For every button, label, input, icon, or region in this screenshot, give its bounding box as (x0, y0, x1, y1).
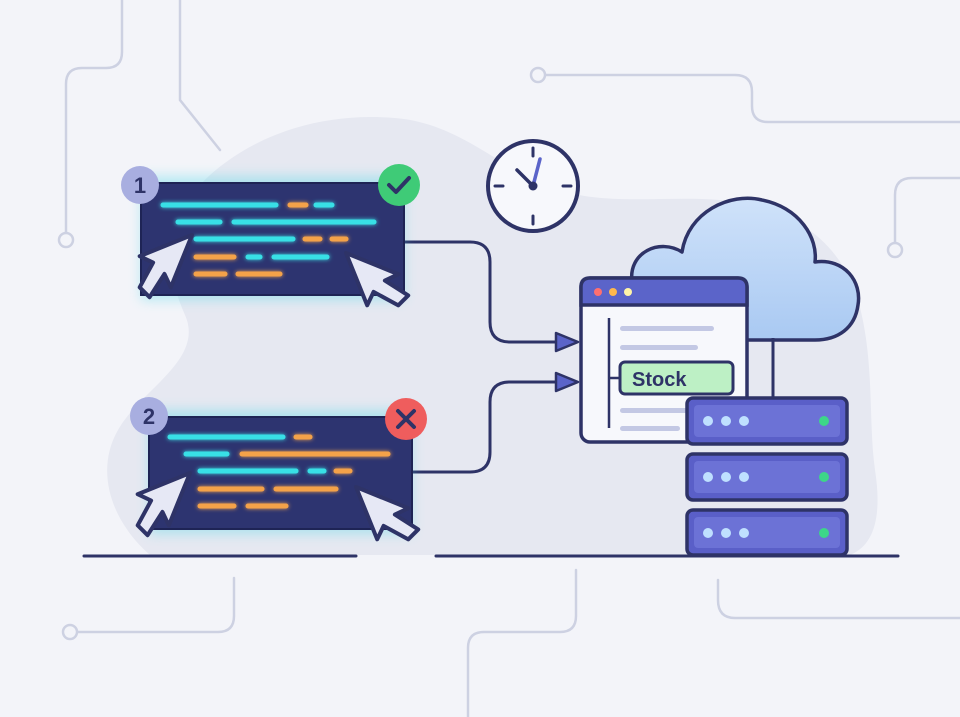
step-badge-2: 2 (130, 397, 168, 435)
clock-icon (486, 139, 580, 233)
connectors (402, 240, 558, 474)
mouse-cursor-icon (135, 471, 192, 538)
stock-field-label: Stock (632, 369, 687, 391)
circuit-lines (57, 0, 960, 717)
mouse-cursor-icon (354, 485, 421, 542)
window-maximize-dot[interactable] (624, 288, 632, 296)
mouse-cursor-icon (137, 233, 194, 300)
circuit-line (64, 0, 124, 234)
circuit-line (893, 176, 960, 244)
circuit-line (466, 568, 578, 717)
x-icon (385, 398, 427, 440)
connector-step-2 (410, 380, 558, 474)
circuit-node (57, 231, 75, 249)
circuit-node (886, 241, 904, 259)
connector-step-1 (402, 240, 558, 344)
circuit-line (716, 578, 960, 620)
server-unit (685, 396, 849, 446)
window-text-line (620, 326, 714, 331)
window-minimize-dot[interactable] (609, 288, 617, 296)
server-unit (685, 508, 849, 557)
circuit-line (178, 0, 222, 152)
arrowhead-step-2 (554, 371, 580, 393)
step-number: 2 (143, 404, 155, 429)
server-rack-icon (685, 396, 849, 557)
window-titlebar (579, 276, 749, 307)
circuit-line (76, 576, 236, 634)
step-badge-1: 1 (121, 166, 159, 204)
check-icon (378, 164, 420, 206)
circuit-node (61, 623, 79, 641)
circuit-node (529, 66, 547, 84)
mouse-cursor-icon (344, 251, 411, 308)
step-number: 1 (134, 173, 146, 198)
server-unit (685, 452, 849, 502)
window-close-dot[interactable] (594, 288, 602, 296)
circuit-line (544, 73, 960, 124)
window-text-line (620, 345, 698, 350)
stock-field[interactable]: Stock (618, 360, 735, 396)
window-text-line (620, 426, 680, 431)
arrowhead-step-1 (554, 331, 580, 353)
